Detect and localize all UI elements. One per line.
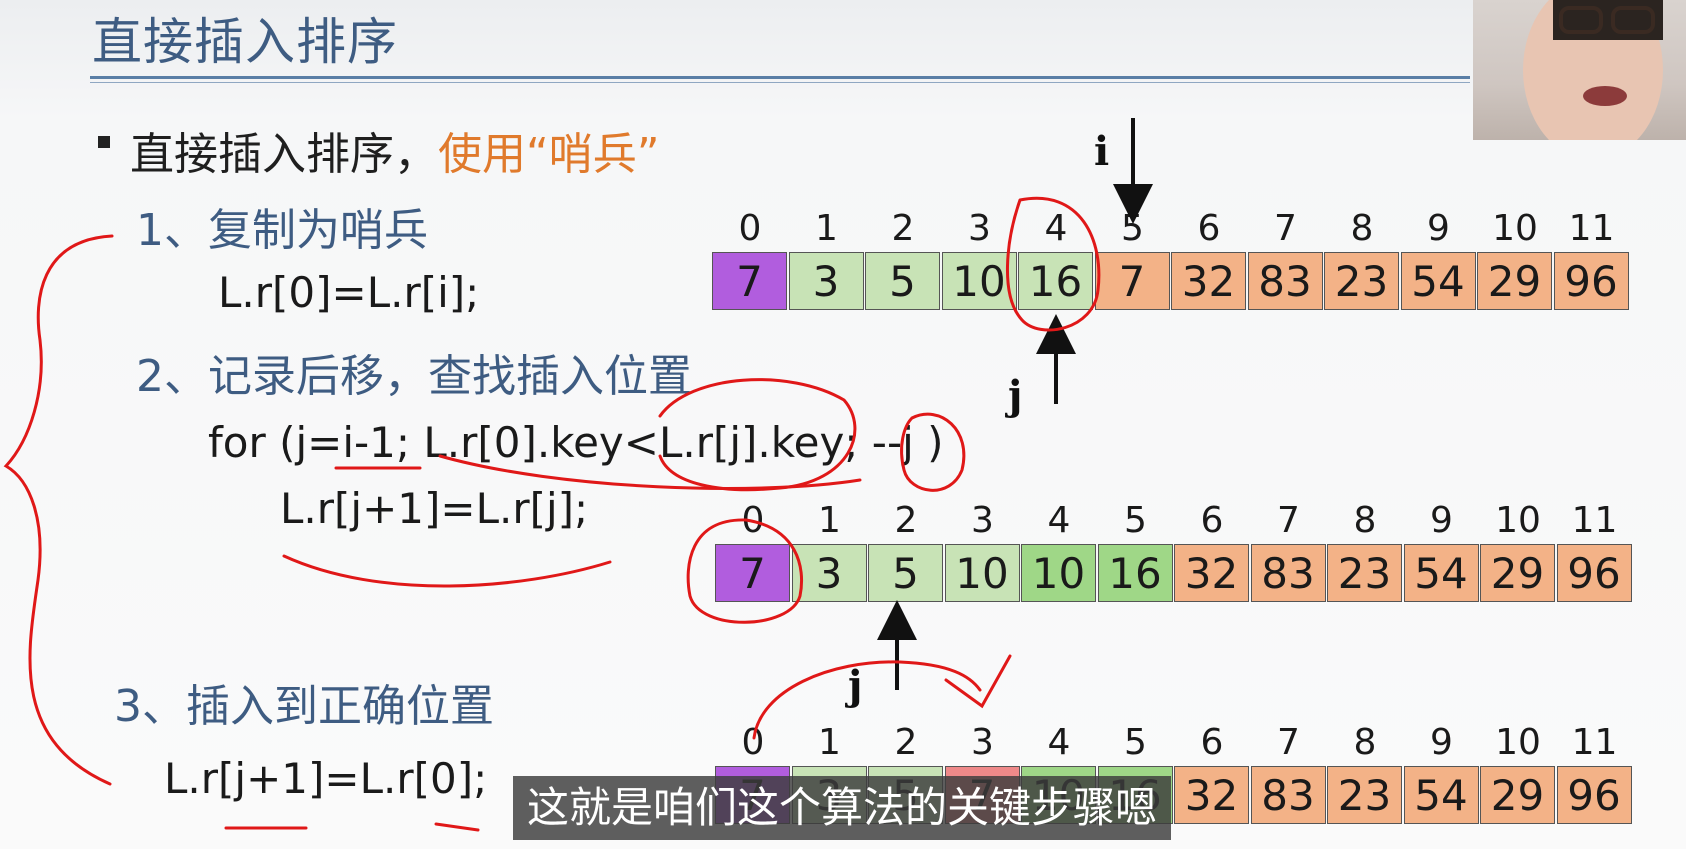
step-1-label: 1、复制为哨兵 <box>136 205 428 256</box>
array-index-label: 3 <box>968 208 991 249</box>
pointer-j-label-row1: j <box>1008 372 1023 419</box>
bullet-prefix: 直接插入排序， <box>130 129 438 180</box>
array-cell: 96 <box>1556 766 1632 824</box>
array-index-label: 11 <box>1568 208 1615 249</box>
pointer-i-label: i <box>1094 128 1110 175</box>
array-index-label: 3 <box>971 722 994 763</box>
array-cell: 32 <box>1171 252 1246 310</box>
array-index-label: 9 <box>1430 500 1453 541</box>
step-3-code: L.r[j+1]=L.r[0]; <box>164 754 488 803</box>
array-index-label: 8 <box>1350 208 1374 249</box>
array-index-label: 11 <box>1571 500 1618 541</box>
array-cell: 5 <box>865 252 940 310</box>
bullet-heading: 直接插入排序，使用“哨兵” <box>130 118 660 182</box>
array-cell: 10 <box>941 252 1017 310</box>
array-index-label: 3 <box>971 500 994 541</box>
array-cell: 23 <box>1327 544 1402 602</box>
array-index-label: 6 <box>1197 208 1221 249</box>
check-mark <box>944 654 1012 709</box>
step-1-code: L.r[0]=L.r[i]; <box>218 268 480 317</box>
array-index-label: 1 <box>815 208 838 249</box>
array-index-label: 0 <box>741 722 765 763</box>
array-index-label: 2 <box>894 500 918 541</box>
title-divider-thin <box>90 82 1470 83</box>
array-cell: 16 <box>1097 544 1173 602</box>
step-3-label: 3、插入到正确位置 <box>114 681 494 732</box>
array-index-label: 11 <box>1571 722 1618 763</box>
array-index-label: 4 <box>1047 500 1071 541</box>
array-cell: 83 <box>1250 766 1326 824</box>
underline-key-expression <box>438 454 862 490</box>
slide-title: 直接插入排序 <box>92 13 398 71</box>
underline-r0 <box>434 822 480 832</box>
array-index-label: 0 <box>738 208 762 249</box>
handwritten-annotations <box>3 196 1101 832</box>
array-cell: 16 <box>1018 252 1093 310</box>
array-cell: 54 <box>1403 766 1479 824</box>
array-index-label: 1 <box>818 722 841 763</box>
array-index-label: 4 <box>1044 208 1068 249</box>
array-index-label: 4 <box>1047 722 1071 763</box>
presenter-webcam-feed <box>1473 0 1686 140</box>
array-index-label: 2 <box>894 722 918 763</box>
array-index-label: 7 <box>1277 722 1300 763</box>
array-index-label: 7 <box>1277 500 1300 541</box>
bullet-highlight: 使用“哨兵” <box>438 129 660 180</box>
array-index-label: 6 <box>1200 500 1224 541</box>
array-cell: 96 <box>1553 252 1629 310</box>
array-index-label: 9 <box>1427 208 1450 249</box>
array-index-label: 2 <box>891 208 915 249</box>
title-divider <box>90 76 1470 79</box>
array-cell: 54 <box>1400 252 1476 310</box>
brace-mark <box>3 234 114 786</box>
bullet-square-icon <box>98 136 110 148</box>
array-cell: 5 <box>868 544 943 602</box>
circle-mark-sentinel <box>686 518 804 624</box>
circle-mark-key <box>658 378 857 492</box>
step-2-label: 2、记录后移，查找插入位置 <box>136 351 692 402</box>
step-2-code-shift: L.r[j+1]=L.r[j]; <box>280 484 589 533</box>
pointer-j-label-row2: j <box>848 662 863 709</box>
array-cell: 54 <box>1403 544 1479 602</box>
step-2-code-loop: for (j=i-1; L.r[0].key<L.r[j].key; --j ) <box>208 418 944 467</box>
array-cell: 7 <box>1094 252 1170 310</box>
array-index-label: 1 <box>818 500 841 541</box>
array-cell: 83 <box>1250 544 1326 602</box>
array-cell: 29 <box>1480 544 1555 602</box>
array-cell: 29 <box>1480 766 1555 824</box>
array-index-label: 5 <box>1124 722 1147 763</box>
array-index-label: 9 <box>1430 722 1453 763</box>
array-cell: 7 <box>712 252 787 310</box>
circle-mark-decrement <box>900 412 966 492</box>
array-cell: 23 <box>1327 766 1402 824</box>
array-cell: 83 <box>1247 252 1323 310</box>
array-index-label: 6 <box>1200 722 1224 763</box>
array-cell: 32 <box>1174 544 1249 602</box>
array-index-label: 10 <box>1492 208 1538 249</box>
array-index-label: 8 <box>1353 722 1377 763</box>
array-cell: 3 <box>791 544 867 602</box>
underline-shift <box>282 554 612 588</box>
array-cell: 10 <box>944 544 1020 602</box>
array-cell: 10 <box>1021 544 1096 602</box>
array-index-label: 5 <box>1124 500 1147 541</box>
array-cell: 23 <box>1324 252 1399 310</box>
array-cell: 32 <box>1174 766 1249 824</box>
array-cell: 3 <box>788 252 864 310</box>
circle-mark-cell-4 <box>1006 196 1101 332</box>
video-subtitle: 这就是咱们这个算法的关键步骤嗯 <box>513 776 1172 840</box>
array-cell: 7 <box>715 544 790 602</box>
array-index-label: 8 <box>1353 500 1377 541</box>
array-index-label: 10 <box>1495 500 1541 541</box>
array-index-label: 7 <box>1274 208 1297 249</box>
array-cell: 29 <box>1477 252 1552 310</box>
array-index-label: 10 <box>1495 722 1541 763</box>
array-cell: 96 <box>1556 544 1632 602</box>
arc-mark-insert <box>752 660 982 740</box>
presenter-image <box>1523 0 1663 140</box>
